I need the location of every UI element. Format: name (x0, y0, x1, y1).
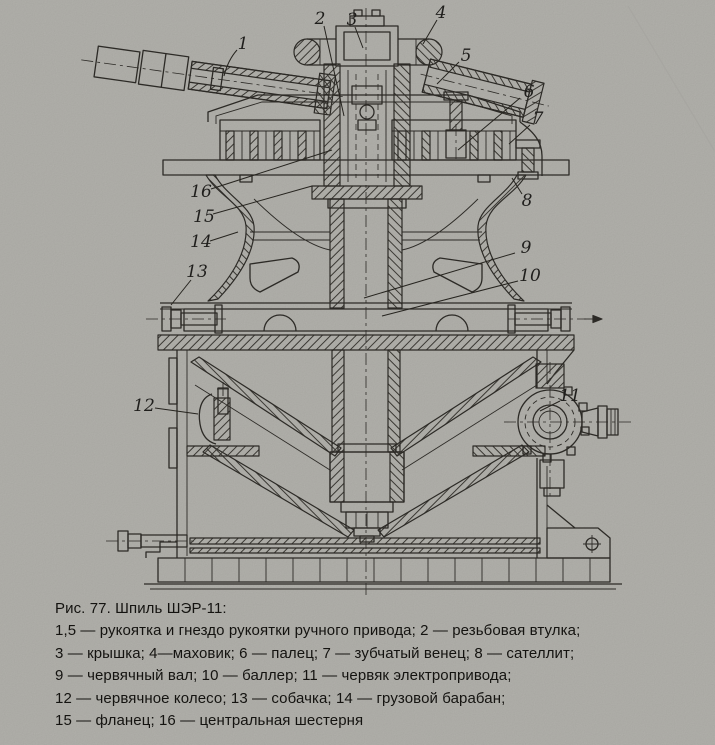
callout-11: 11 (559, 386, 581, 406)
callout-4: 4 (435, 3, 447, 23)
callout-1: 1 (238, 34, 249, 54)
callout-13: 13 (186, 262, 208, 282)
figure-title: Рис. 77. Шпиль ШЭР-11: (55, 600, 227, 617)
figure-caption-line: 12 — червячное колесо; 13 — собачка; 14 … (55, 689, 506, 707)
bed-plate (144, 504, 622, 590)
shaft-and-bearing (329, 349, 405, 543)
pin-and-satellite (443, 91, 543, 180)
figure-caption-line: 15 — фланец; 16 — центральная шестерня (55, 712, 364, 730)
capstan-cross-section: 1 2 3 4 5 6 7 8 9 10 11 12 13 14 15 16 (81, 3, 634, 598)
callout-7: 7 (533, 109, 544, 129)
figure-caption-line: 3 — крышка; 4—маховик; 6 — палец; 7 — зу… (55, 644, 575, 662)
callout-5: 5 (461, 46, 472, 66)
pawl-ring (146, 302, 603, 334)
base-housing (168, 349, 575, 558)
callout-15: 15 (193, 207, 215, 227)
frame-plates (106, 530, 541, 554)
gear-rim (162, 119, 570, 183)
callout-16: 16 (190, 182, 212, 202)
callout-10: 10 (519, 266, 541, 286)
drum (205, 174, 527, 309)
worm-wheel (198, 382, 231, 445)
figure-caption: Рис. 77. Шпиль ШЭР-11: 1,5 — рукоятка и … (55, 598, 685, 732)
figure-caption-line: 9 — червячный вал; 10 — баллер; 11 — чер… (55, 667, 512, 685)
callout-6: 6 (524, 82, 535, 102)
callout-3: 3 (347, 10, 358, 30)
callout-leaders (154, 19, 561, 415)
worm-drive (504, 362, 634, 498)
figure-caption-line: 1,5 — рукоятка и гнездо рукоятки ручного… (55, 622, 581, 640)
callout-9: 9 (521, 238, 532, 258)
callout-14: 14 (190, 232, 212, 252)
callout-8: 8 (522, 191, 533, 211)
callout-12: 12 (133, 396, 155, 416)
callout-2: 2 (314, 9, 326, 29)
callout-labels: 1 2 3 4 5 6 7 8 9 10 11 12 13 14 15 16 (133, 3, 581, 416)
